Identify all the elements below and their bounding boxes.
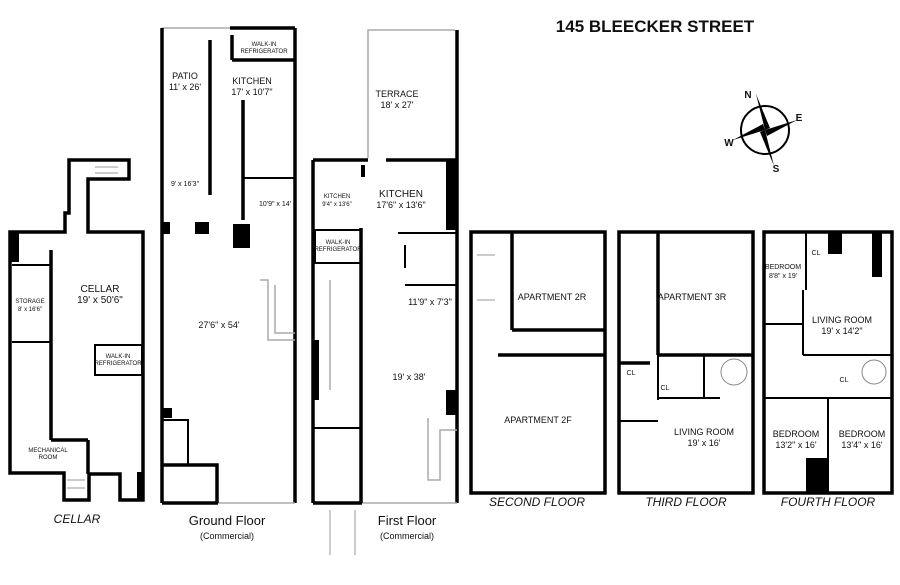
walkin-label: REFRIGERATOR (314, 247, 362, 253)
cellar-room-dim: 19' x 50'6" (77, 295, 123, 306)
floor-sublabel-first: (Commercial) (380, 531, 434, 541)
apartment-2r-label: APARTMENT 2R (518, 292, 587, 302)
bedroom-3-dim: 13'4" x 16' (841, 440, 882, 450)
apartment-2f-label: APARTMENT 2F (504, 415, 572, 425)
third-floor-plan: APARTMENT 3R CL CL LIVING ROOM 19' x 16'… (617, 230, 755, 509)
room-dim: 9' x 16'3" (171, 181, 200, 188)
compass-s: S (773, 164, 780, 175)
patio-dim: 11' x 26' (169, 82, 202, 92)
kitchen-name: KITCHEN (379, 189, 423, 200)
terrace-dim: 18' x 27' (381, 100, 414, 110)
walkin-label: WALK-IN (252, 42, 277, 48)
floor-sublabel-ground: (Commercial) (200, 531, 254, 541)
kitchen-dim: 17' x 10'7" (231, 87, 272, 97)
cellar-room-name: CELLAR (81, 284, 120, 295)
kitchen-small-name: KITCHEN (324, 194, 350, 200)
page-title: 145 BLEECKER STREET (556, 17, 755, 36)
bedroom-3-name: BEDROOM (839, 429, 886, 439)
room-dim: 11'9" x 7'3" (408, 297, 452, 307)
closet-label: CL (627, 370, 636, 377)
storage-dim: 8' x 16'6" (18, 307, 42, 313)
living-room-dim: 19' x 16' (688, 438, 721, 448)
closet-label: CL (840, 377, 849, 384)
apartment-3r-label: APARTMENT 3R (658, 292, 727, 302)
bedroom-2-dim: 13'2" x 16' (775, 440, 816, 450)
bedroom-1-dim: 8'8" x 19' (769, 273, 797, 280)
walkin-label: REFRIGERATOR (94, 361, 142, 367)
living-room-name: LIVING ROOM (674, 427, 734, 437)
floor-label-ground: Ground Floor (189, 513, 266, 528)
compass-icon: N S E W (724, 90, 802, 175)
compass-e: E (796, 113, 803, 124)
second-floor-plan: APARTMENT 2R APARTMENT 2F SECOND FLOOR (469, 230, 607, 509)
closet-label: CL (661, 385, 670, 392)
room-dim: 10'9" x 14' (259, 201, 291, 208)
fourth-floor-plan: BEDROOM 8'8" x 19' CL CL LIVING ROOM 19'… (762, 230, 894, 509)
living-room-name: LIVING ROOM (812, 315, 872, 325)
storage-name: STORAGE (15, 299, 44, 305)
bedroom-2-name: BEDROOM (773, 429, 820, 439)
first-floor-plan: TERRACE 18' x 27' KITCHEN 9'4" x 13'6" K… (311, 29, 459, 555)
closet-label: CL (812, 250, 821, 257)
walkin-label: REFRIGERATOR (240, 49, 288, 55)
kitchen-name: KITCHEN (232, 76, 272, 86)
floor-label-fourth: FOURTH FLOOR (781, 495, 876, 509)
floor-label-cellar: CELLAR (54, 512, 101, 526)
walkin-label: WALK-IN (326, 240, 351, 246)
mechanical-room-label: ROOM (39, 455, 58, 461)
compass-w: W (724, 138, 734, 149)
floor-label-second: SECOND FLOOR (489, 495, 585, 509)
walkin-label: WALK-IN (106, 354, 131, 360)
kitchen-dim: 17'6" x 13'6" (376, 200, 425, 210)
ground-floor-plan: PATIO 11' x 26' KITCHEN 17' x 10'7" WALK… (160, 26, 297, 541)
terrace-name: TERRACE (375, 89, 418, 99)
floor-label-third: THIRD FLOOR (645, 495, 727, 509)
kitchen-small-dim: 9'4" x 13'6" (322, 202, 352, 208)
main-room-dim: 27'6" x 54' (198, 320, 239, 330)
patio-name: PATIO (172, 71, 198, 81)
living-room-dim: 19' x 14'2" (821, 326, 862, 336)
cellar-plan: CELLAR 19' x 50'6" STORAGE 8' x 16'6" WA… (8, 158, 145, 526)
floor-label-first: First Floor (378, 513, 437, 528)
compass-n: N (744, 90, 751, 101)
bedroom-1-name: BEDROOM (765, 264, 801, 271)
main-room-dim: 19' x 38' (393, 372, 426, 382)
mechanical-room-label: MECHANICAL (28, 448, 68, 454)
